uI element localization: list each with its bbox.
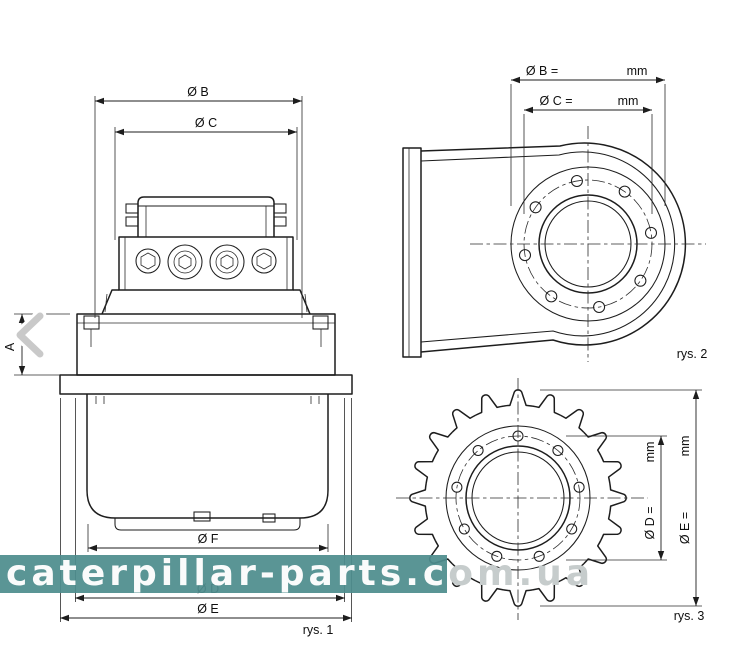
- housing-outline: [402, 142, 687, 358]
- dimension-diameter-e-fig3: Ø E = mm: [540, 389, 702, 607]
- dim-label-diameter-f: Ø F: [198, 532, 219, 546]
- sprocket-centerlines: [396, 378, 648, 620]
- carousel-prev-button[interactable]: [8, 309, 54, 361]
- hex-plug-left-icon: [135, 248, 161, 274]
- figure-2-caption: rys. 2: [677, 347, 708, 361]
- dim-label-diameter-b-fig2: Ø B =: [526, 64, 558, 78]
- drum-body: [86, 394, 329, 531]
- dimension-diameter-d-fig3: Ø D = mm: [566, 435, 667, 561]
- dim-label-diameter-e-fig3: Ø E =: [678, 512, 692, 544]
- dim-unit-diameter-e-fig3: mm: [678, 436, 692, 457]
- sprocket-bolt-holes: [451, 430, 585, 562]
- hex-plug-right-icon: [251, 248, 277, 274]
- housing-bolt-holes: [518, 174, 658, 314]
- dim-label-diameter-c: Ø C: [195, 116, 217, 130]
- chevron-left-icon: [13, 309, 47, 361]
- dim-label-diameter-c-fig2: Ø C =: [540, 94, 573, 108]
- housing-centerlines: [470, 126, 706, 362]
- watermark-band: caterpillar-parts.com.ua: [0, 555, 447, 593]
- motor-shoulder: [101, 289, 311, 315]
- dim-label-diameter-e: Ø E: [197, 602, 219, 616]
- dim-unit-diameter-c-fig2: mm: [618, 94, 639, 108]
- dim-label-diameter-b: Ø B: [187, 85, 209, 99]
- figure-2-housing-side-view: Ø B = mm Ø C = mm rys. 2: [402, 64, 708, 362]
- figure-3-caption: rys. 3: [674, 609, 705, 623]
- port-plug-2-icon: [209, 244, 245, 280]
- dim-unit-diameter-d-fig3: mm: [643, 442, 657, 463]
- port-plug-1-icon: [167, 244, 203, 280]
- motor-port-block: [118, 236, 294, 291]
- dimension-diameter-b: Ø B: [94, 85, 303, 318]
- dim-label-diameter-d-fig3: Ø D =: [643, 507, 657, 540]
- motor-top-cap: [125, 196, 287, 237]
- figure-1-caption: rys. 1: [303, 623, 334, 637]
- mounting-flange: [76, 313, 336, 376]
- dim-label-a: A: [3, 342, 17, 351]
- dim-unit-diameter-b-fig2: mm: [627, 64, 648, 78]
- figure-3-sprocket: Ø D = mm Ø E = mm rys. 3: [396, 378, 704, 623]
- ring-flange: [59, 374, 353, 395]
- dimension-diameter-c: Ø C: [114, 116, 298, 240]
- dimension-diameter-b-fig2: Ø B = mm: [510, 64, 666, 206]
- figure-1-final-drive-front-view: Ø B Ø C A Ø F: [3, 85, 353, 637]
- dimension-diameter-c-fig2: Ø C = mm: [523, 94, 653, 214]
- dimension-diameter-f: Ø F: [87, 524, 329, 552]
- watermark-text: caterpillar-parts.com.ua: [6, 555, 447, 593]
